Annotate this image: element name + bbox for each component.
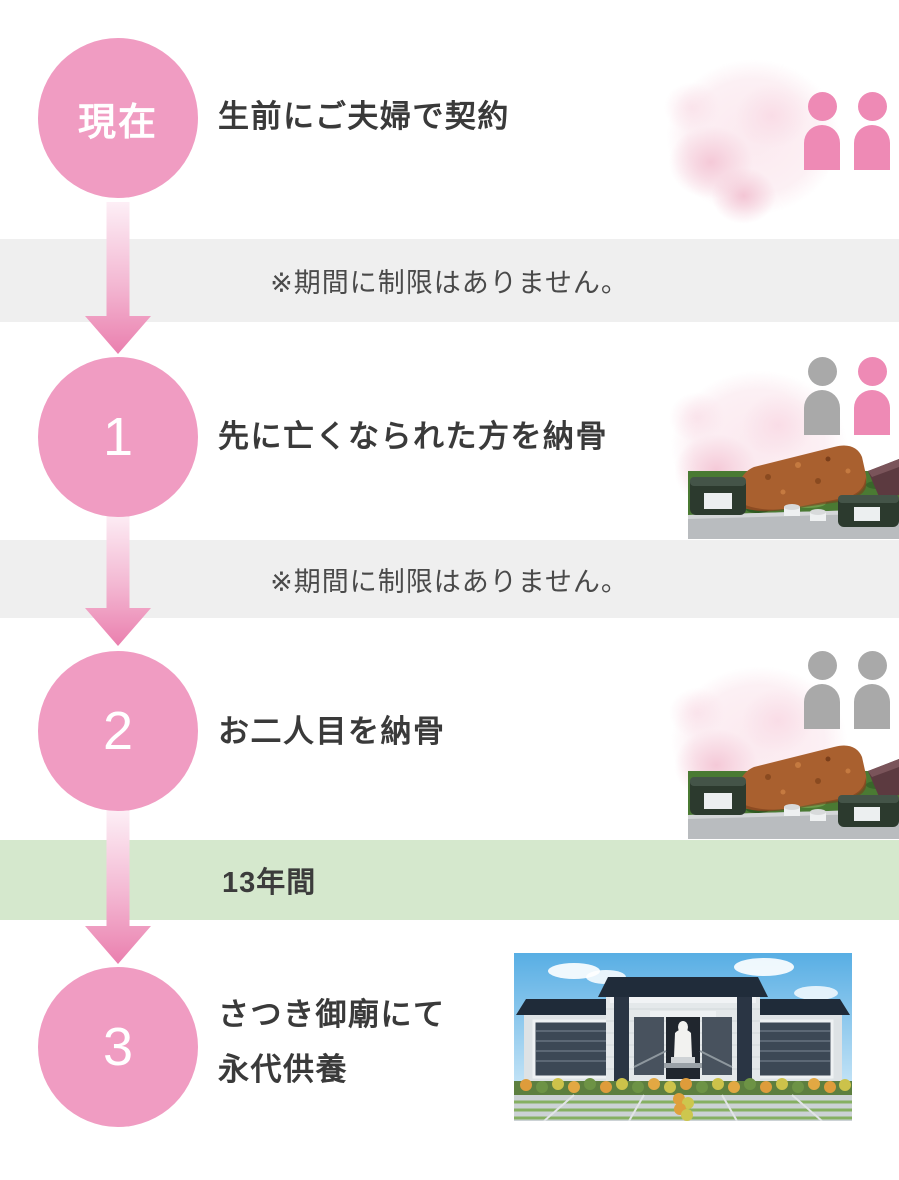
- couple-grave-photo: [688, 745, 899, 839]
- step-badge-2: 2: [38, 651, 198, 811]
- note-text: ※期間に制限はありません。: [270, 268, 629, 298]
- couple-grave-photo: [688, 445, 899, 539]
- duration-text: 13年間: [222, 867, 317, 899]
- person-pink-icon: [854, 92, 890, 170]
- step-badge-label: 現在: [77, 101, 158, 144]
- step-badge-now: 現在: [38, 38, 198, 198]
- person-gray-icon: [854, 651, 890, 729]
- step-title-1: 先に亡くなられた方を納骨: [218, 419, 608, 454]
- step-title-2: お二人目を納骨: [218, 714, 446, 749]
- note-band-2: ※期間に制限はありません。: [0, 540, 899, 618]
- duration-band: 13年間: [0, 840, 899, 920]
- memorial-hall-photo: [514, 953, 852, 1121]
- person-gray-icon: [804, 357, 840, 435]
- note-band-1: ※期間に制限はありません。: [0, 239, 899, 322]
- step-title-now: 生前にご夫婦で契約: [218, 99, 510, 134]
- down-arrow-icon: [85, 202, 151, 354]
- step-title-3-line2: 永代供養: [218, 1052, 348, 1087]
- couple-icons-step1: [804, 357, 890, 435]
- person-pink-icon: [854, 357, 890, 435]
- person-pink-icon: [804, 92, 840, 170]
- step-badge-3: 3: [38, 967, 198, 1127]
- step-badge-1: 1: [38, 357, 198, 517]
- down-arrow-icon: [85, 810, 151, 964]
- step-badge-label: 1: [102, 407, 134, 467]
- person-gray-icon: [804, 651, 840, 729]
- couple-icons-step2: [804, 651, 890, 729]
- step-badge-label: 3: [102, 1017, 134, 1077]
- note-text: ※期間に制限はありません。: [270, 566, 629, 597]
- step-badge-label: 2: [102, 701, 134, 761]
- step-title-3-line1: さつき御廟にて: [218, 997, 446, 1032]
- down-arrow-icon: [85, 512, 151, 646]
- couple-icons-now: [804, 92, 890, 170]
